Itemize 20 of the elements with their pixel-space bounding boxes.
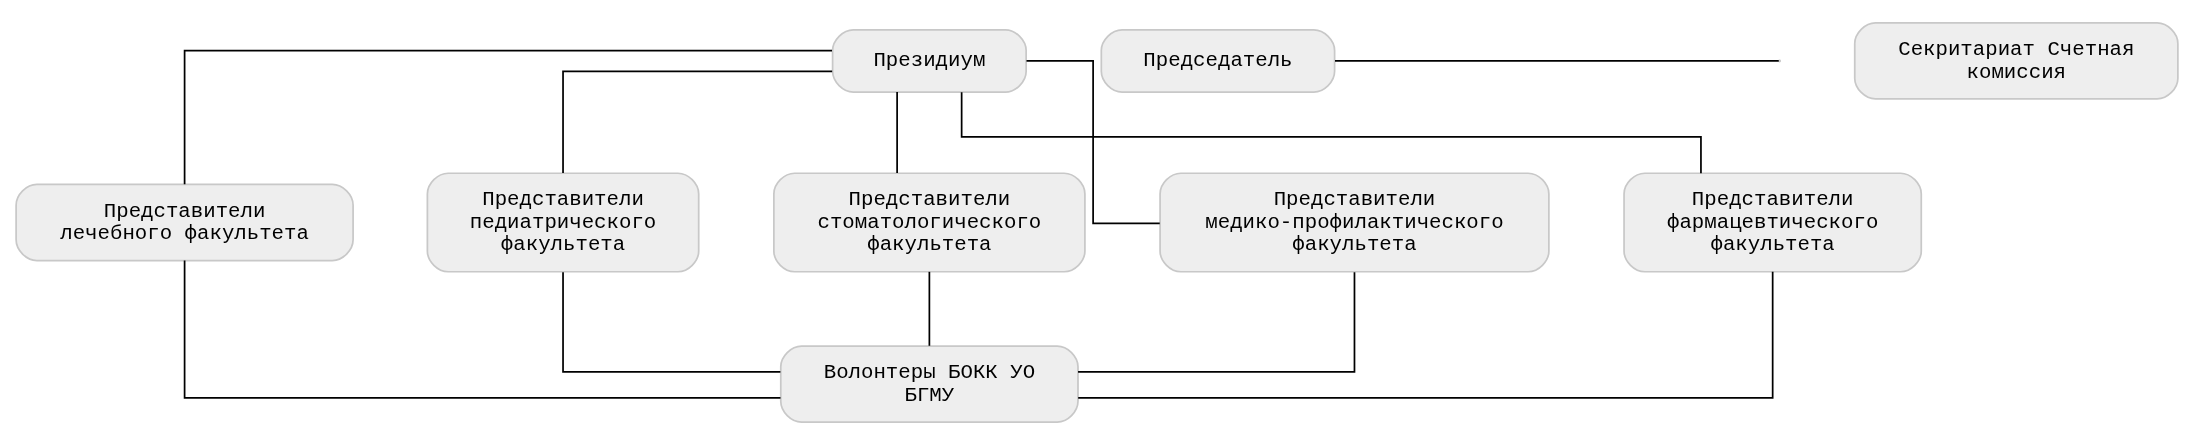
connector <box>1077 270 1356 373</box>
node-box: Представители фармацевтического факультета <box>1623 171 1923 273</box>
node-box: Представители лечебного факультета <box>15 183 354 261</box>
node-box: Представители медико-профилактического факультета <box>1159 171 1550 273</box>
connector <box>183 49 833 185</box>
connector <box>562 270 782 373</box>
node-box: Президиум <box>831 28 1027 93</box>
connector <box>896 90 898 174</box>
connector <box>1025 59 1161 224</box>
connector <box>928 270 931 347</box>
node-box: Представители стоматологического факультета <box>773 171 1086 273</box>
connector <box>960 90 1702 174</box>
node-box: Председатель <box>1100 28 1336 93</box>
node-box: Секритариат Счетная комиссия <box>1853 21 2179 100</box>
connector <box>183 259 782 399</box>
connector <box>562 69 834 174</box>
node-box: Волонтеры БОКК УО БГМУ <box>779 344 1079 423</box>
connector <box>1077 270 1774 399</box>
node-box: Представители педиатрического факультета <box>426 171 700 273</box>
connector <box>1334 59 1780 62</box>
